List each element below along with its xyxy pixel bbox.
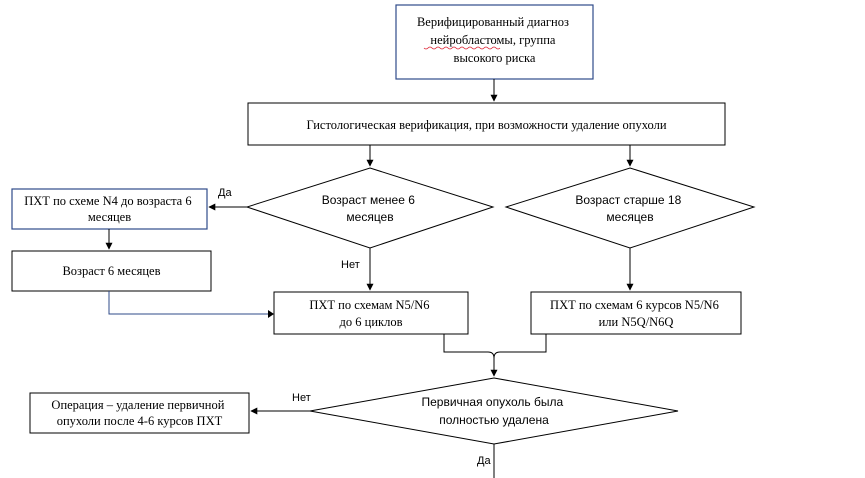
node-age-under-6-line-1: Возраст менее 6 <box>322 193 415 207</box>
spellcheck-underline <box>423 46 501 50</box>
node-n5n6-chemo: ПХТ по схемам N5/N6 до 6 циклов <box>273 291 469 335</box>
svg-text:ПХТ по схеме N4 до возраста 6: ПХТ по схеме N4 до возраста 6 месяцев <box>24 194 194 224</box>
node-age-under-6-line-2: месяцев <box>346 210 393 224</box>
node-diagnosis-line-2: нейробластомы, группа <box>430 33 556 47</box>
merge-bracket <box>443 334 547 359</box>
edge-label-yes-1: Да <box>218 187 232 199</box>
node-surgery-line-2: опухоли после 4-6 курсов ПХТ <box>57 414 223 428</box>
node-n5n6-6-courses: ПХТ по схемам 6 курсов N5/N6 или N5Q/N6Q <box>530 291 742 335</box>
node-surgery-line-1: Операция – удаление первичной <box>51 398 224 412</box>
svg-text:Операция – удаление первичной: Операция – удаление первичной опухоли по… <box>51 398 227 428</box>
node-age-6-months-text: Возраст 6 месяцев <box>62 264 160 278</box>
node-tumor-removed-line-2: полностью удалена <box>439 413 549 427</box>
node-n5n6-chemo-line-2: до 6 циклов <box>340 315 403 329</box>
svg-text:Первичная опухоль была п: Первичная опухоль была полностью удалена <box>422 395 567 427</box>
node-diagnosis: Верифицированный диагноз нейробластомы, … <box>395 4 594 80</box>
node-age-over-18-line-1: Возраст старше 18 <box>575 193 681 207</box>
node-tumor-removed-line-1: Первичная опухоль была <box>422 395 564 409</box>
svg-text:Возраст старше 18 месяце: Возраст старше 18 месяцев <box>575 193 684 224</box>
edge-label-yes-2: Да <box>477 455 491 467</box>
node-n4-chemo-line-2: месяцев <box>88 210 131 224</box>
edge-age-6-months-n5n6 <box>108 291 268 315</box>
node-age-under-6: Возраст менее 6 месяцев <box>245 167 495 249</box>
svg-text:Верифицированный диагноз: Верифицированный диагноз нейробластомы, … <box>417 15 572 65</box>
node-histology: Гистологическая верификация, при возможн… <box>247 102 726 146</box>
svg-text:ПХТ по схемам N5/N6 до 6: ПХТ по схемам N5/N6 до 6 циклов <box>309 298 432 329</box>
node-tumor-removed: Первичная опухоль была полностью удалена <box>309 377 679 445</box>
node-histology-text: Гистологическая верификация, при возможн… <box>306 118 666 132</box>
node-n5n6-6-courses-line-1: ПХТ по схемам 6 курсов N5/N6 <box>550 298 719 312</box>
node-n4-chemo-line-1: ПХТ по схеме N4 до возраста 6 <box>24 194 191 208</box>
node-n4-chemo: ПХТ по схеме N4 до возраста 6 месяцев <box>11 188 208 230</box>
edge-label-no-2: Нет <box>292 392 311 404</box>
node-age-over-18-line-2: месяцев <box>606 210 653 224</box>
edge-label-no-1: Нет <box>341 259 360 271</box>
node-n5n6-6-courses-line-2: или N5Q/N6Q <box>599 315 674 329</box>
svg-text:Возраст менее 6 месяцев: Возраст менее 6 месяцев <box>322 193 418 224</box>
node-age-over-18: Возраст старше 18 месяцев <box>504 167 756 249</box>
edge-age-6-months-n5n6-head <box>268 310 274 318</box>
node-age-6-months: Возраст 6 месяцев <box>11 250 212 292</box>
node-surgery: Операция – удаление первичной опухоли по… <box>29 392 250 434</box>
svg-text:ПХТ по схемам 6 курсов N5/N6: ПХТ по схемам 6 курсов N5/N6 или N5Q/N6Q <box>550 298 722 329</box>
node-diagnosis-line-3: высокого риска <box>454 51 536 65</box>
node-diagnosis-line-1: Верифицированный диагноз <box>417 15 569 29</box>
node-n5n6-chemo-line-1: ПХТ по схемам N5/N6 <box>309 298 429 312</box>
